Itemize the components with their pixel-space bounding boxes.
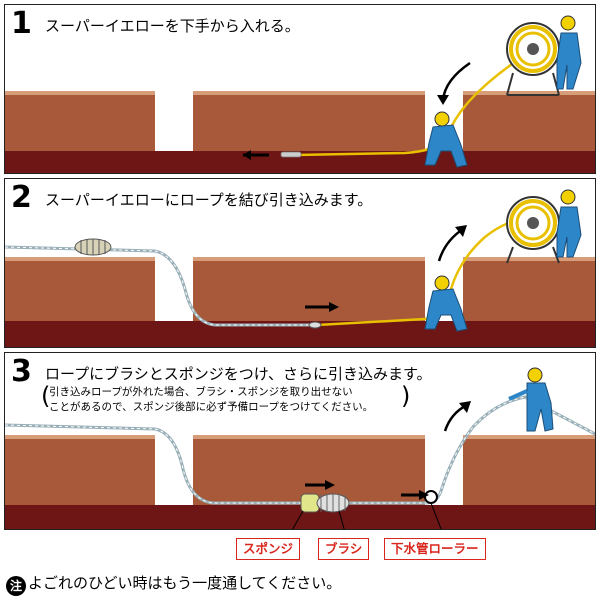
note-mark-icon: 注 (6, 576, 26, 596)
reel (506, 196, 560, 264)
worker-pulling (508, 367, 554, 432)
step-note: 引き込みロープが外れた場合、ブラシ・スポンジを取り出せない ことがあるので、スポ… (49, 385, 373, 415)
label-roller: 下水管ローラー (384, 538, 486, 560)
worker-crouching (424, 111, 468, 168)
sewer-pipe (5, 505, 595, 529)
ground-left (5, 91, 155, 151)
rope-coil (74, 238, 112, 256)
reel (506, 22, 560, 96)
step-3-illustration (5, 367, 595, 529)
super-yellow-tip (280, 151, 302, 158)
step-title: スーパーイエローにロープを結び引き込みます。 (45, 191, 373, 209)
ground-left-top (5, 91, 155, 95)
ground-mid (193, 91, 425, 151)
worker-standing (556, 189, 582, 258)
sewer-pipe (5, 151, 595, 173)
footnote: 注よごれのひどい時はもう一度通してください。 (6, 572, 341, 596)
label-sponge: スポンジ (236, 538, 301, 560)
step-title: スーパーイエローを下手から入れる。 (45, 17, 300, 35)
rope-knot (308, 321, 322, 329)
step-panel-1: 1 スーパーイエローを下手から入れる。 (4, 4, 596, 174)
note-close-paren: ) (401, 382, 411, 410)
footnote-text: よごれのひどい時はもう一度通してください。 (28, 574, 342, 592)
worker-crouching (424, 275, 468, 332)
ground-mid-top (193, 91, 425, 95)
sponge-brush (300, 493, 350, 513)
step-2-illustration (5, 189, 595, 347)
step-title: ロープにブラシとスポンジをつけ、さらに引き込みます。 (45, 365, 432, 383)
step-note-line-1: 引き込みロープが外れた場合、ブラシ・スポンジを取り出せない (49, 386, 353, 398)
step-number: 3 (11, 354, 32, 389)
step-1-illustration (5, 15, 595, 173)
step-number: 1 (11, 6, 32, 41)
step-note-line-2: ことがあるので、スポンジ後部に必ず予備ロープをつけてください。 (49, 401, 374, 413)
step-panel-3: 3 ロープにブラシとスポンジをつけ、さらに引き込みます。 ( 引き込みロープが外… (4, 352, 596, 530)
super-yellow-line (294, 53, 526, 157)
step-panel-2: 2 スーパーイエローにロープを結び引き込みます。 (4, 178, 596, 348)
note-open-paren: ( (41, 382, 51, 410)
step-number: 2 (11, 180, 32, 215)
sewer-roller (424, 490, 438, 504)
label-brush: ブラシ (318, 538, 370, 560)
manhole-right-wall (463, 91, 595, 151)
worker-standing (556, 15, 582, 90)
